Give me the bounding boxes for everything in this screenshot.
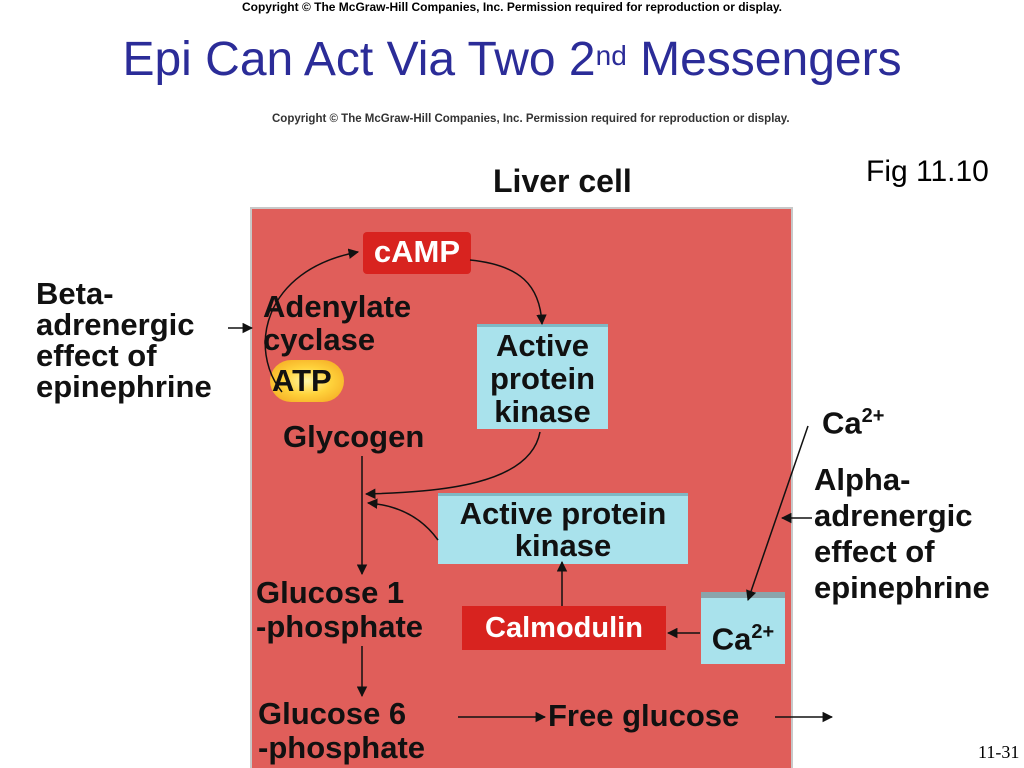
figure-label: Fig 11.10 [866, 155, 989, 188]
glucose-1-phosphate-label: Glucose 1 -phosphate [256, 576, 423, 644]
glucose1-line-2: -phosphate [256, 609, 424, 644]
calcium-inside-text: Ca2+ [701, 598, 785, 655]
adenylate-line-1: Adenylate [263, 289, 412, 324]
glucose-6-phosphate-label: Glucose 6 -phosphate [258, 697, 425, 765]
glucose1-line-1: Glucose 1 [256, 575, 405, 610]
adenylate-line-2: cyclase [263, 322, 376, 357]
active-protein-kinase-box-middle: Active protein kinase [438, 496, 688, 564]
calcium-ion-inside-box: Ca2+ [701, 598, 785, 664]
kinase-top-line-1: Active [495, 328, 590, 363]
alpha-line-4: epinephrine [814, 570, 990, 605]
arrow-camp-to-kinase [469, 259, 547, 326]
free-glucose-label: Free glucose [548, 698, 740, 733]
camp-box: cAMP [363, 232, 471, 274]
adenylate-cyclase-label: Adenylate cyclase [263, 290, 411, 356]
glucose6-line-1: Glucose 6 [258, 696, 407, 731]
kinase-middle-line-1: Active protein [459, 496, 667, 531]
slide-number: 11-31 [978, 742, 1020, 762]
diagram-title-liver-cell: Liver cell [493, 163, 632, 199]
kinase-middle-text: Active protein kinase [438, 496, 688, 562]
beta-line-3: effect of [36, 338, 157, 373]
beta-line-1: Beta- [36, 276, 114, 311]
alpha-adrenergic-label: Alpha- adrenergic effect of epinephrine [814, 462, 990, 606]
kinase-middle-line-2: kinase [514, 528, 612, 563]
arrow-atp-to-camp [264, 248, 360, 393]
arrow-kinase-top-to-glycogen [364, 431, 541, 499]
arrow-calcium-influx [746, 425, 809, 601]
liver-cell-box [250, 207, 793, 768]
glycogen-label: Glycogen [283, 419, 425, 454]
glucose6-line-2: -phosphate [258, 730, 426, 765]
atp-glow [270, 360, 344, 402]
copyright-notice-top: Copyright © The McGraw-Hill Companies, I… [241, 0, 783, 14]
kinase-top-text: Active protein kinase [477, 327, 608, 428]
title-end: Messengers [626, 33, 902, 86]
slide-title: Epi Can Act Via Two 2nd Messengers [0, 30, 1024, 90]
kinase-top-line-2: protein [489, 361, 596, 396]
beta-line-2: adrenergic [36, 307, 195, 342]
beta-line-4: epinephrine [36, 369, 212, 404]
alpha-line-2: adrenergic [814, 498, 973, 533]
title-main: Epi Can Act Via Two 2 [122, 33, 596, 86]
copyright-notice-figure: Copyright © The McGraw-Hill Companies, I… [272, 113, 790, 125]
kinase-top-line-3: kinase [494, 394, 591, 429]
calcium-inside-symbol: Ca [711, 621, 752, 657]
alpha-line-3: effect of [814, 534, 935, 569]
alpha-line-1: Alpha- [814, 462, 911, 497]
active-protein-kinase-box-top: Active protein kinase [477, 327, 608, 429]
calcium-inside-charge: 2+ [751, 621, 775, 643]
calmodulin-box: Calmodulin [462, 606, 666, 650]
title-superscript: nd [595, 40, 627, 71]
arrow-kinase-middle-to-glycogen [366, 498, 439, 541]
calcium-ion-outside: Ca2+ [822, 400, 884, 439]
calcium-outside-symbol: Ca [822, 405, 862, 441]
beta-adrenergic-label: Beta- adrenergic effect of epinephrine [36, 278, 212, 402]
calcium-outside-charge: 2+ [861, 405, 885, 427]
